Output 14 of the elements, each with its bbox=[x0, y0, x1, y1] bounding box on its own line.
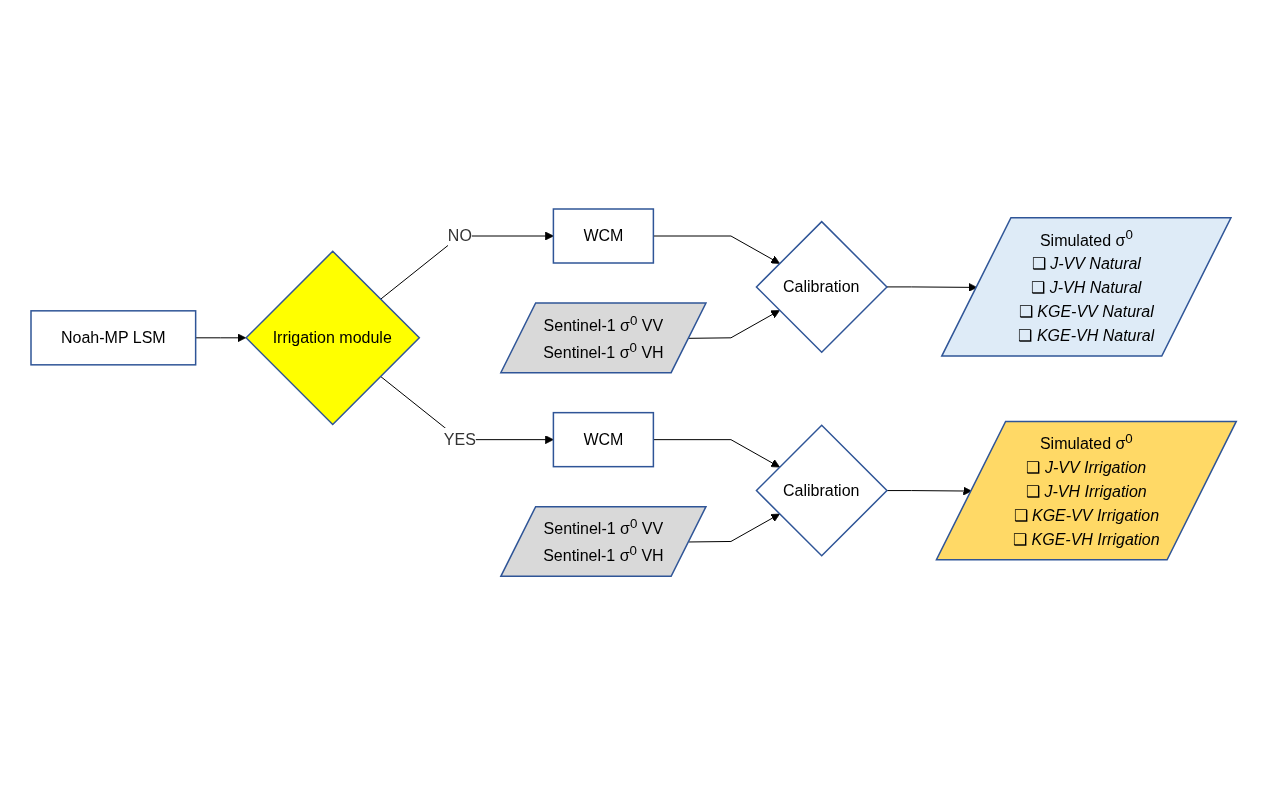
arrow bbox=[688, 514, 780, 543]
edge-label: NO bbox=[447, 227, 472, 245]
node-diamond: Calibration bbox=[755, 220, 888, 354]
node-box: Noah-MP LSM bbox=[30, 310, 197, 366]
node-box: WCM bbox=[552, 412, 654, 468]
node-box: WCM bbox=[552, 208, 654, 265]
arrow bbox=[195, 333, 246, 343]
arrow bbox=[885, 283, 978, 293]
arrow bbox=[379, 231, 554, 301]
arrow bbox=[885, 486, 972, 496]
node-diamond: Calibration bbox=[755, 424, 888, 558]
node-diamond: Irrigation module bbox=[244, 250, 421, 426]
edge-label: YES bbox=[443, 431, 476, 448]
arrow bbox=[688, 310, 780, 340]
